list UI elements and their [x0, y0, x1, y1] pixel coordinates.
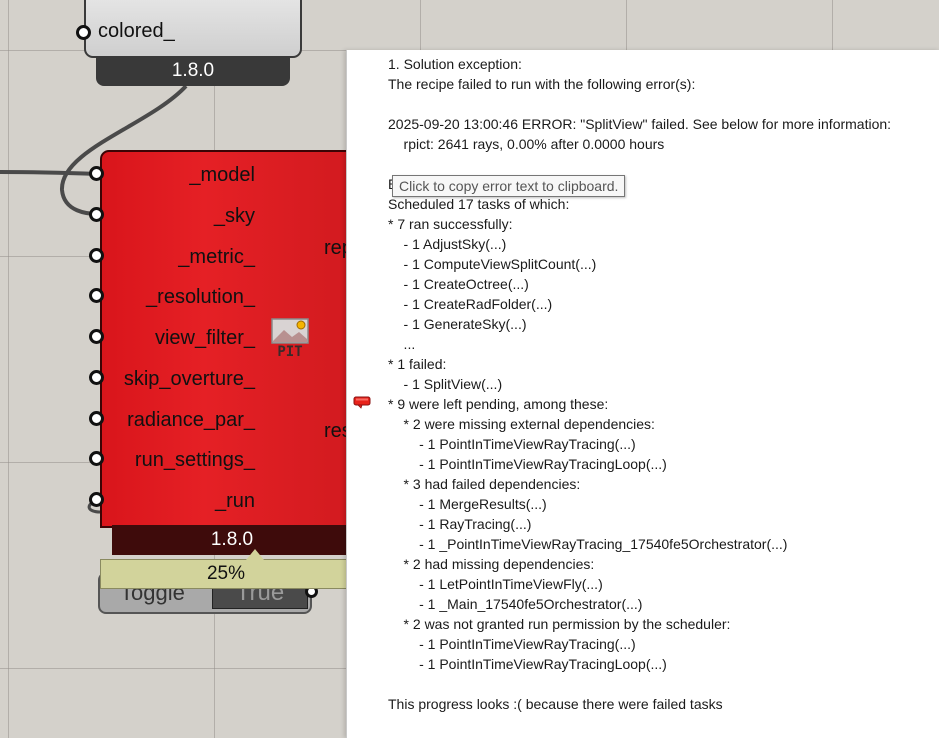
- input-port-metric[interactable]: [89, 248, 104, 263]
- input-port-skip-overture[interactable]: [89, 370, 104, 385]
- error-line: - 1 ComputeViewSplitCount(...): [388, 256, 597, 272]
- input-label-run-settings: run_settings_: [134, 449, 255, 471]
- error-line: - 1 RayTracing(...): [388, 516, 532, 532]
- point-in-time-view-component[interactable]: _model _sky _metric_ _resolution_ view_f…: [100, 150, 360, 528]
- input-port-radiance-par[interactable]: [89, 411, 104, 426]
- input-label-radiance-par: radiance_par_: [127, 409, 255, 431]
- error-line: * 2 was not granted run permission by th…: [388, 616, 731, 632]
- error-line: - 1 LetPointInTimeViewFly(...): [388, 576, 603, 592]
- error-line: - 1 GenerateSky(...): [388, 316, 527, 332]
- error-line: - 1 _Main_17540fe5Orchestrator(...): [388, 596, 643, 612]
- error-line: This progress looks :( because there wer…: [388, 696, 723, 712]
- error-line: Scheduled 17 tasks of which:: [388, 196, 570, 212]
- error-line: * 3 had failed dependencies:: [388, 476, 581, 492]
- input-label-resolution: _resolution_: [146, 286, 255, 308]
- error-line: - 1 PointInTimeViewRayTracingLoop(...): [388, 456, 667, 472]
- error-line: - 1 MergeResults(...): [388, 496, 547, 512]
- input-port-run-settings[interactable]: [89, 451, 104, 466]
- error-line: * 9 were left pending, among these:: [388, 396, 609, 412]
- output-label-report: rep: [324, 237, 353, 259]
- input-label-skip-overture: skip_overture_: [123, 368, 255, 390]
- error-line: * 7 ran successfully:: [388, 216, 513, 232]
- input-label-metric: _metric_: [178, 246, 255, 268]
- error-text[interactable]: 1. Solution exception: The recipe failed…: [388, 54, 933, 714]
- input-port-view-filter[interactable]: [89, 329, 104, 344]
- input-port-sky[interactable]: [89, 207, 104, 222]
- error-line: rpict: 2641 rays, 0.00% after 0.0000 hou…: [388, 136, 665, 152]
- error-line: - 1 CreateRadFolder(...): [388, 296, 553, 312]
- error-line: - 1 _PointInTimeViewRayTracing_17540fe5O…: [388, 536, 788, 552]
- error-line: - 1 PointInTimeViewRayTracingLoop(...): [388, 656, 667, 672]
- error-line: 2025-09-20 13:00:46 ERROR: "SplitView" f…: [388, 116, 892, 132]
- colored-input-port[interactable]: [76, 25, 91, 40]
- progress-pointer: [246, 549, 264, 560]
- copy-error-tooltip: Click to copy error text to clipboard.: [392, 175, 626, 197]
- input-label-sky: _sky: [213, 205, 255, 227]
- pit-image-icon: PIT: [271, 318, 309, 359]
- error-balloon-icon[interactable]: [353, 396, 371, 409]
- wire-left-to-model: [0, 170, 99, 176]
- error-line: [388, 674, 933, 694]
- error-line: - 1 PointInTimeViewRayTracing(...): [388, 636, 636, 652]
- input-port-model[interactable]: [89, 166, 104, 181]
- error-line: [388, 94, 933, 114]
- error-line: The recipe failed to run with the follow…: [388, 76, 696, 92]
- input-label-model: _model: [189, 164, 255, 186]
- upstream-version-label: 1.8.0: [96, 56, 290, 86]
- error-line: - 1 AdjustSky(...): [388, 236, 507, 252]
- input-port-resolution[interactable]: [89, 288, 104, 303]
- input-label-view-filter: view_filter_: [154, 327, 255, 349]
- error-line: - 1 CreateOctree(...): [388, 276, 529, 292]
- pit-icon-text: PIT: [277, 344, 302, 359]
- input-label-run: _run: [214, 490, 255, 512]
- error-line: [388, 154, 933, 174]
- output-label-results: res: [324, 420, 352, 442]
- error-line: ...: [388, 336, 416, 352]
- error-line: * 1 failed:: [388, 356, 447, 372]
- error-line: 1. Solution exception:: [388, 56, 522, 72]
- error-message-panel[interactable]: 1. Solution exception: The recipe failed…: [346, 50, 939, 738]
- error-line: * 2 were missing external dependencies:: [388, 416, 655, 432]
- colored-output-label: colored_: [98, 20, 175, 42]
- error-line: - 1 PointInTimeViewRayTracing(...): [388, 436, 636, 452]
- progress-bar: 25%: [100, 559, 352, 589]
- error-line: * 2 had missing dependencies:: [388, 556, 595, 572]
- input-port-run[interactable]: [89, 492, 104, 507]
- error-line: - 1 SplitView(...): [388, 376, 503, 392]
- component-version-label: 1.8.0: [112, 525, 352, 555]
- upstream-component[interactable]: colored_: [84, 0, 302, 58]
